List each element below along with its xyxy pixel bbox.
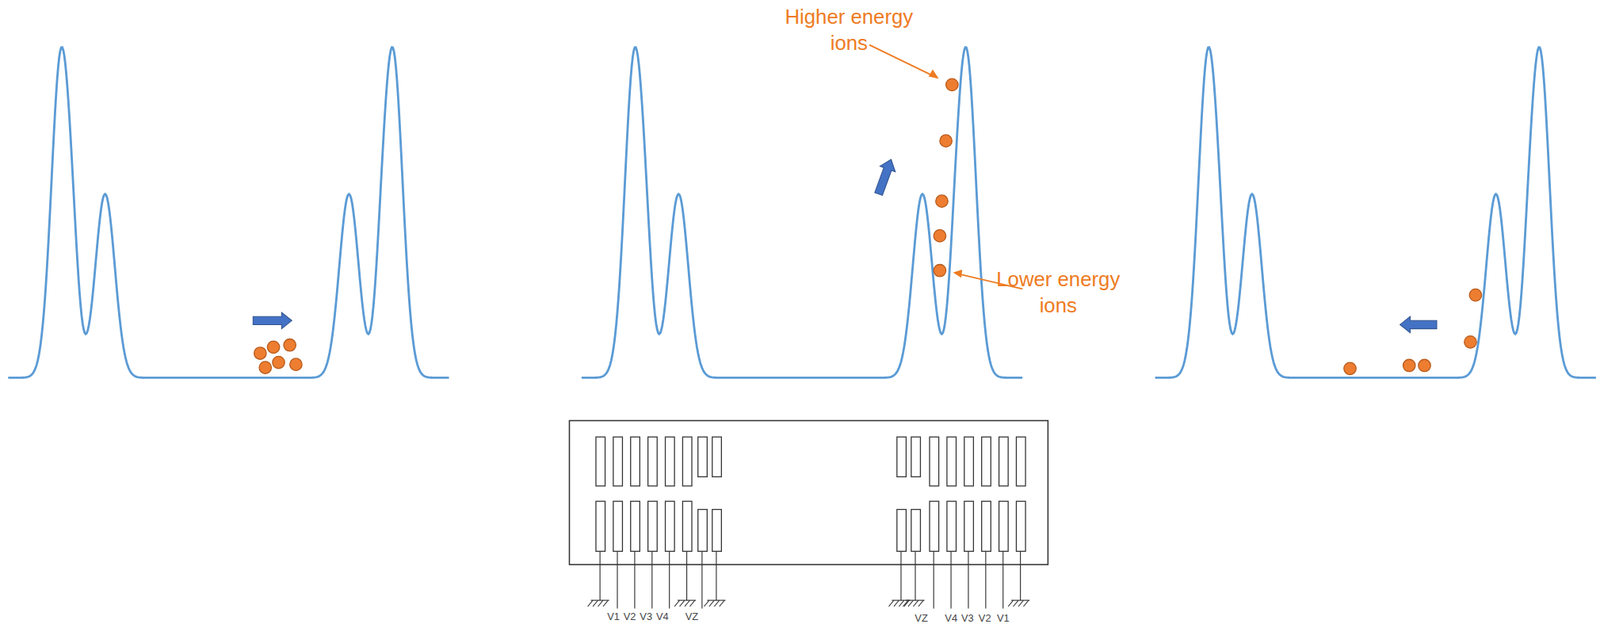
wire (1002, 550, 1004, 608)
electrode-plate (698, 436, 708, 477)
electrode-plate (947, 500, 957, 551)
electrode-plate (929, 500, 940, 551)
callout-label: Higher energy ions (772, 3, 926, 57)
potential-curve (581, 47, 1023, 379)
ion-dot (1418, 358, 1431, 371)
electrode-plate (712, 509, 722, 552)
vacuum-housing (568, 420, 1048, 566)
ion-dot (254, 347, 267, 359)
electrode-plate (929, 436, 940, 486)
wire (1019, 550, 1021, 600)
voltage-label: VZ (914, 612, 928, 624)
electrode-plate (665, 436, 676, 486)
callout-label: Lower energy ions (981, 265, 1135, 319)
wire (933, 550, 935, 608)
electrode-plate (964, 436, 974, 486)
electrode-plate (981, 500, 992, 551)
ion-dot (290, 358, 302, 371)
wire (701, 550, 703, 608)
electrode-plate (630, 500, 641, 551)
wire (715, 550, 717, 600)
wire (633, 550, 635, 608)
electrode-plate (911, 436, 921, 477)
electrode-plate (595, 436, 606, 486)
electrode-plate (682, 500, 692, 551)
electrode-plate (698, 509, 708, 552)
wire (967, 550, 969, 608)
electrode-plate (999, 500, 1009, 551)
ground-symbol (889, 599, 911, 607)
electrode-plate (648, 436, 658, 486)
voltage-label: V1 (996, 612, 1010, 624)
motion-arrow (252, 312, 292, 329)
electrode-plate (1015, 436, 1026, 486)
electrode-plate (682, 436, 692, 486)
wire (686, 550, 688, 600)
voltage-label: V2 (623, 610, 637, 623)
electrode-plate (897, 436, 907, 477)
potential-curve (1155, 47, 1597, 379)
wire (616, 550, 618, 608)
ion-dot (1402, 358, 1415, 371)
electrode-plate (712, 436, 722, 477)
ion-dot (283, 338, 296, 351)
ground-symbol (703, 599, 726, 607)
electrode-plate (981, 436, 992, 486)
voltage-label: V3 (961, 612, 974, 624)
leader-line (869, 45, 937, 78)
ground-symbol (674, 599, 696, 607)
ion-dot (933, 229, 946, 242)
electrode-plate (613, 436, 623, 486)
ion-dot (1464, 336, 1477, 348)
ion-dot (1344, 362, 1356, 375)
leader-head (928, 69, 940, 80)
voltage-label: VZ (685, 610, 699, 623)
ion-dot (935, 194, 948, 207)
ground-symbol (588, 599, 610, 607)
leader-head (953, 269, 963, 278)
wire (668, 550, 670, 608)
electrode-plate (648, 500, 658, 551)
wire (950, 550, 951, 608)
ion-dot (1469, 288, 1482, 301)
voltage-label: V1 (607, 610, 620, 623)
voltage-label: V2 (978, 612, 992, 624)
electrode-plate (595, 500, 606, 551)
wire (599, 550, 601, 600)
ion-dot (259, 361, 272, 374)
motion-arrow (870, 156, 899, 198)
ground-symbol (1008, 599, 1030, 607)
electrode-plate (665, 500, 676, 551)
ground-symbol (903, 599, 925, 607)
wire (651, 550, 653, 608)
voltage-label: V4 (944, 612, 958, 624)
wire (914, 550, 916, 600)
electrode-plate (911, 509, 921, 552)
voltage-label: V4 (656, 610, 669, 623)
electrode-plate (947, 436, 957, 486)
ion-dot (946, 78, 959, 91)
electrode-plate (1015, 500, 1026, 551)
electrode-plate (999, 436, 1009, 486)
electrode-plate (964, 500, 974, 551)
wire (900, 550, 902, 600)
ion-dot (272, 355, 285, 368)
ion-dot (933, 263, 946, 276)
electrode-plate (897, 509, 907, 552)
wire (985, 550, 986, 608)
potential-curve (7, 47, 449, 379)
electrode-plate (630, 436, 641, 486)
motion-arrow (1400, 316, 1437, 333)
ion-dot (267, 340, 279, 353)
electrode-plate (613, 500, 623, 551)
ion-dot (939, 134, 952, 147)
voltage-label: V3 (639, 610, 653, 623)
